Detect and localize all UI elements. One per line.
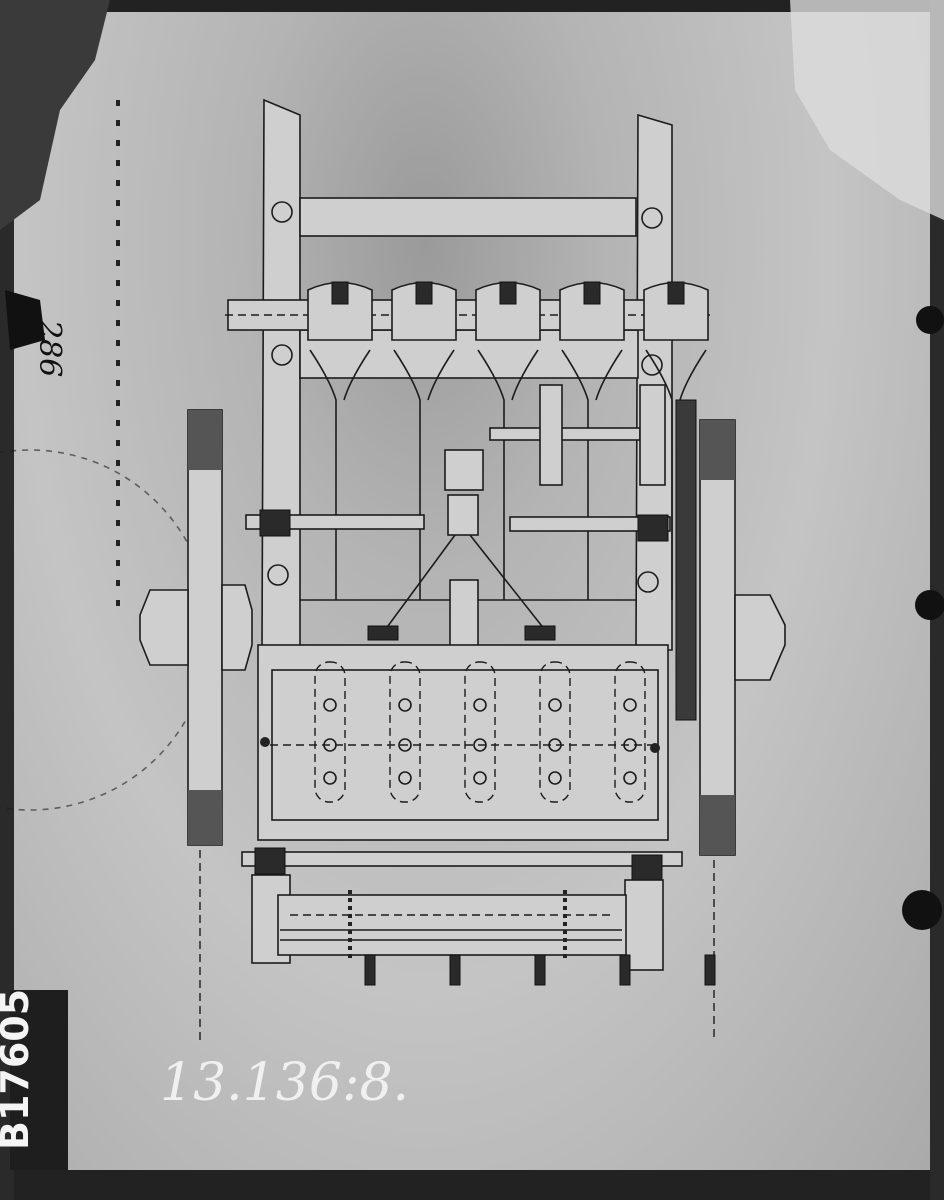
scale-inscription: 13.136:8.: [160, 1053, 409, 1113]
bolt-hole: [623, 738, 637, 752]
roller: [277, 890, 627, 960]
seed-tube: [645, 349, 707, 600]
tine: [449, 954, 461, 986]
bolt-hole: [623, 698, 637, 712]
seed-tube: [561, 349, 623, 600]
left-wheel: [139, 409, 253, 846]
bolt-hole: [398, 698, 412, 712]
feed-cup: [667, 281, 685, 305]
coulter: [464, 661, 496, 803]
negative-number: B17605: [0, 989, 37, 1150]
coulter-box: [257, 644, 669, 841]
seed-boxes: [225, 281, 710, 600]
coulter: [614, 661, 646, 803]
coulter: [389, 661, 421, 803]
bolt-hole: [323, 738, 337, 752]
feed-cup: [415, 281, 433, 305]
feed-cup: [583, 281, 601, 305]
tine: [534, 954, 546, 986]
seed-tube: [477, 349, 539, 600]
bolt-hole: [398, 738, 412, 752]
tine: [364, 954, 376, 986]
margin-number: 286: [32, 319, 67, 377]
bolt-hole: [323, 771, 337, 785]
bolt-hole: [473, 771, 487, 785]
bolt-hole: [548, 771, 562, 785]
bolt-hole: [473, 738, 487, 752]
seed-tube: [393, 349, 455, 600]
bolt-hole: [473, 698, 487, 712]
right-wheel: [699, 419, 786, 856]
coulter: [314, 661, 346, 803]
feed-cup: [499, 281, 517, 305]
feed-cup: [331, 281, 349, 305]
bolt-hole: [623, 771, 637, 785]
center-hitch: [367, 449, 556, 651]
bolt-hole: [548, 698, 562, 712]
tine: [704, 954, 716, 986]
seed-tube: [309, 349, 371, 600]
coulter: [539, 661, 571, 803]
bolt-hole: [323, 698, 337, 712]
tine: [619, 954, 631, 986]
bolt-hole: [398, 771, 412, 785]
bolt-hole: [548, 738, 562, 752]
